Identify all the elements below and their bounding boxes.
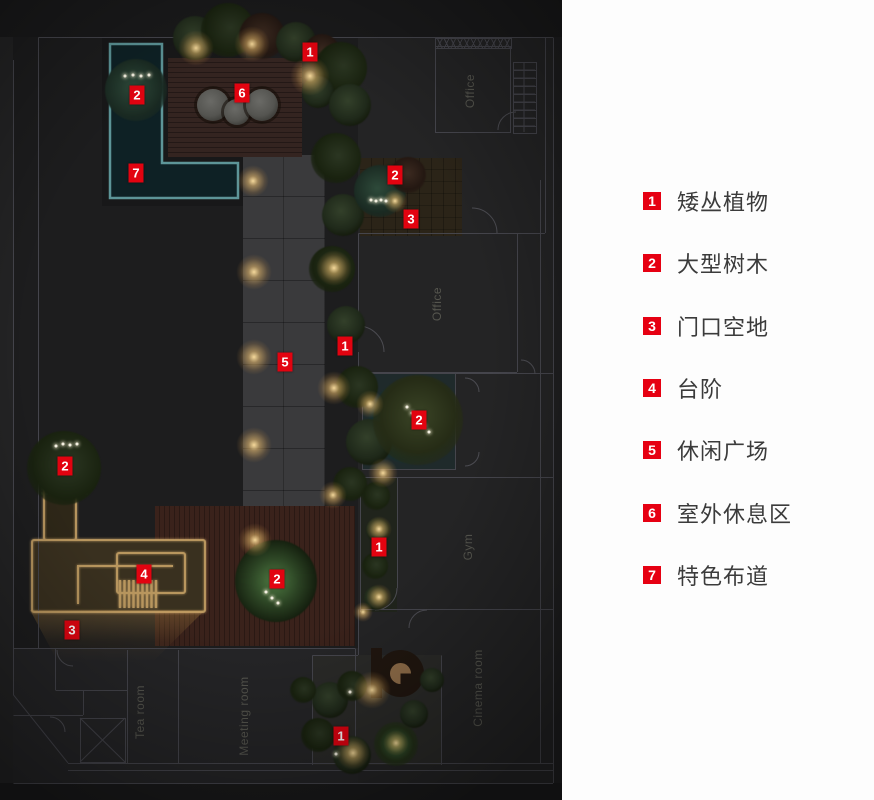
legend-number-badge: 3 [643, 316, 661, 335]
legend-item-3: 3 门口空地 [643, 313, 770, 340]
staircase [513, 62, 537, 134]
light-dot [427, 430, 431, 434]
tree [336, 366, 378, 408]
light-dot [75, 442, 79, 446]
room-label: Meeting room [237, 676, 251, 756]
plan-marker-2: 2 [411, 410, 427, 430]
plan-marker-3: 3 [403, 209, 419, 229]
plan-marker-2: 2 [57, 456, 73, 476]
tree [400, 700, 428, 728]
plan-marker-3: 3 [64, 620, 80, 640]
light-dot [139, 74, 143, 78]
light-dot [123, 74, 127, 78]
light-dot [369, 198, 373, 202]
legend-label: 门口空地 [677, 314, 770, 340]
light-dot [379, 198, 383, 202]
light-dot [348, 690, 352, 694]
room-label: Cinema room [471, 649, 485, 727]
light-dot [374, 199, 378, 203]
room-label: Office [463, 73, 477, 109]
tree [420, 668, 444, 692]
legend: 1 矮丛植物 2 大型树木 3 门口空地 4 台阶 5 休闲广场 6 室外休息区 7 特色布道 [643, 0, 874, 800]
legend-number-badge: 2 [643, 254, 661, 273]
light-dot [384, 199, 388, 203]
legend-number-badge: 4 [643, 378, 661, 397]
legend-label: 室外休息区 [677, 501, 793, 527]
plan-marker-2: 2 [387, 165, 403, 185]
deck-table [246, 89, 278, 121]
legend-item-2: 2 大型树木 [643, 250, 770, 278]
light-dot [405, 405, 409, 409]
legend-item-7: 7 特色布道 [643, 562, 770, 589]
spiral-staircase-core [390, 663, 411, 684]
hatch-band [435, 38, 512, 49]
light-dot [334, 752, 338, 756]
light-dot [264, 590, 268, 594]
tree [309, 246, 355, 292]
legend-label: 休闲广场 [677, 439, 770, 465]
tree [337, 671, 367, 701]
steps [118, 580, 158, 608]
light-dot [276, 601, 280, 605]
tree [362, 482, 390, 510]
legend-label: 台阶 [677, 376, 724, 402]
deck-table [224, 99, 250, 125]
plan-marker-1: 1 [333, 726, 349, 746]
plan-marker-2: 2 [129, 85, 145, 105]
legend-number-badge: 1 [643, 192, 661, 210]
legend-item-5: 5 休闲广场 [643, 437, 770, 465]
tree [290, 677, 316, 703]
legend-number-badge: 5 [643, 441, 661, 460]
tree [362, 553, 388, 579]
legend-item-4: 4 台阶 [643, 375, 724, 402]
plan-right-margin [553, 37, 562, 783]
tree [301, 718, 335, 752]
light-dot [61, 442, 65, 446]
legend-item-1: 1 矮丛植物 [643, 188, 770, 215]
plan-marker-4: 4 [136, 564, 152, 584]
tree [329, 84, 371, 126]
deck-table [197, 89, 229, 121]
spiral-staircase [371, 648, 427, 700]
plan-marker-1: 1 [302, 42, 318, 62]
legend-number-badge: 6 [643, 503, 661, 522]
plan-left-margin [0, 37, 13, 783]
plan-marker-6: 6 [234, 83, 250, 103]
light-dot [147, 73, 151, 77]
legend-label: 矮丛植物 [677, 190, 770, 215]
light-dot [270, 596, 274, 600]
plan-marker-7: 7 [128, 163, 144, 183]
room-label: Gym [461, 533, 475, 561]
tree [311, 133, 361, 183]
legend-label: 大型树木 [677, 252, 770, 278]
legend-number-badge: 7 [643, 565, 661, 584]
plan-marker-1: 1 [371, 537, 387, 557]
legend-item-6: 6 室外休息区 [643, 500, 793, 527]
legend-label: 特色布道 [677, 563, 770, 589]
plan-bottom-margin [0, 783, 562, 800]
tree [374, 722, 418, 766]
room-label: Tea room [133, 684, 147, 740]
plan-marker-1: 1 [337, 336, 353, 356]
light-dot [131, 73, 135, 77]
tree [364, 586, 388, 610]
plan-marker-5: 5 [277, 352, 293, 372]
light-dot [68, 443, 72, 447]
plan-marker-2: 2 [269, 569, 285, 589]
room-label: Office [430, 286, 444, 322]
light-dot [54, 444, 58, 448]
